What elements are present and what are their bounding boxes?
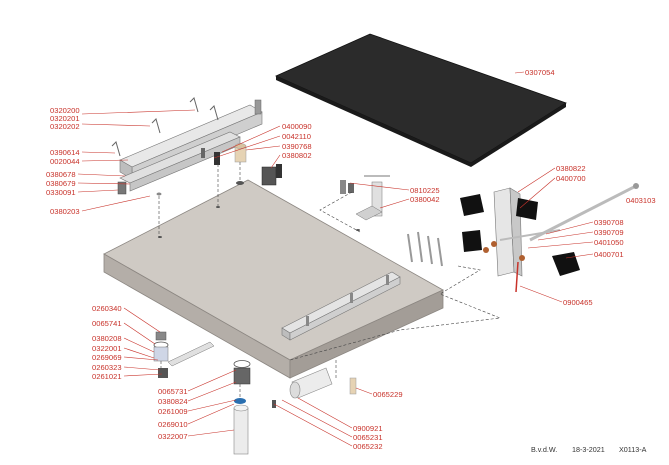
- footer-date: 18-3-2021: [572, 445, 605, 454]
- label-0900921: 0900921: [353, 424, 383, 433]
- right-bracket-assembly: [460, 183, 639, 293]
- label-0400700: 0400700: [556, 174, 586, 183]
- base-slide-rail: [281, 271, 401, 341]
- label-0320200: 0320200: [50, 106, 80, 115]
- label-0260340: 0260340: [92, 304, 122, 313]
- part-labels: 0307054 0320200 0320201 0320202 0390614 …: [46, 68, 656, 451]
- label-0380824: 0380824: [158, 397, 188, 406]
- label-0065231: 0065231: [353, 433, 383, 442]
- label-0390709: 0390709: [594, 228, 624, 237]
- label-0400701: 0400701: [594, 250, 624, 259]
- assembly-lines: [158, 162, 501, 398]
- label-0380208: 0380208: [92, 334, 122, 343]
- label-0020044: 0020044: [50, 157, 80, 166]
- label-0320202: 0320202: [50, 122, 80, 131]
- label-0380203: 0380203: [50, 207, 80, 216]
- label-0403103: 0403103: [626, 196, 656, 205]
- label-0322007: 0322007: [158, 432, 188, 441]
- label-0065731: 0065731: [158, 387, 188, 396]
- label-0042110: 0042110: [282, 132, 311, 141]
- base-plate: [103, 179, 444, 379]
- label-0307054: 0307054: [525, 68, 555, 77]
- label-0269069: 0269069: [92, 353, 122, 362]
- label-0065229: 0065229: [373, 390, 403, 399]
- footer-code: X0113-A: [619, 445, 647, 454]
- label-0380802: 0380802: [282, 151, 312, 160]
- top-mat: [275, 33, 567, 167]
- label-0390614: 0390614: [50, 148, 80, 157]
- label-0380678: 0380678: [46, 170, 76, 179]
- label-0400090: 0400090: [282, 122, 312, 131]
- label-0390768: 0390768: [282, 142, 312, 151]
- footer: B.v.d.W. 18-3-2021 X0113-A: [531, 445, 647, 454]
- label-0810225: 0810225: [410, 186, 440, 195]
- label-0261009: 0261009: [158, 407, 188, 416]
- label-0261021: 0261021: [92, 372, 122, 381]
- left-rail-assembly: [111, 97, 263, 196]
- label-0380822: 0380822: [556, 164, 586, 173]
- leader-lines: [77, 71, 594, 447]
- clamp-parts: [340, 175, 443, 267]
- label-0260323: 0260323: [92, 363, 122, 372]
- label-0380679: 0380679: [46, 179, 76, 188]
- label-0390708: 0390708: [594, 218, 624, 227]
- label-0065741: 0065741: [92, 319, 122, 328]
- label-0065232: 0065232: [353, 442, 383, 451]
- footer-author: B.v.d.W.: [531, 445, 557, 454]
- label-0322001: 0322001: [92, 344, 122, 353]
- label-0900465: 0900465: [563, 298, 593, 307]
- label-0401050: 0401050: [594, 238, 624, 247]
- foot-parts: [153, 331, 251, 455]
- label-0269010: 0269010: [158, 420, 188, 429]
- label-0380042: 0380042: [410, 195, 440, 204]
- label-0330091: 0330091: [46, 188, 76, 197]
- label-0320201: 0320201: [50, 114, 80, 123]
